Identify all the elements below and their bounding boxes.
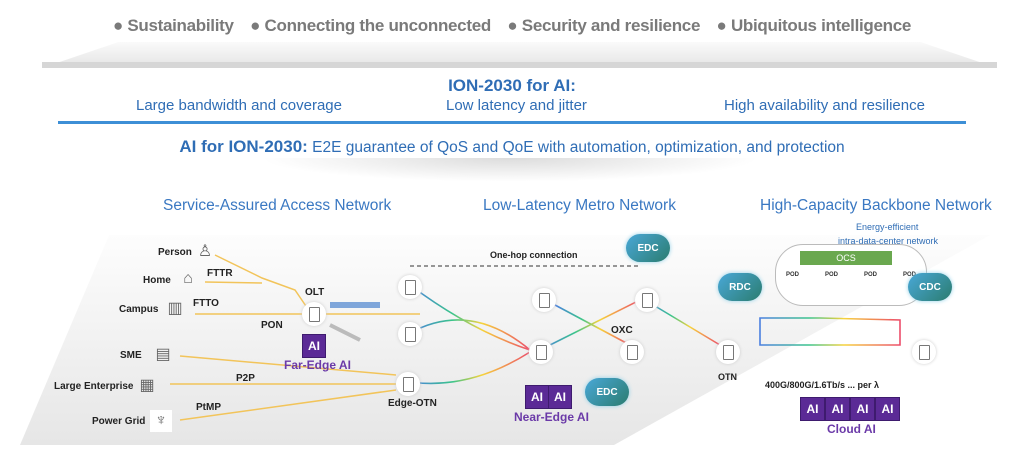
link-label-ptmp: PtMP [196,402,221,413]
metro-link-2 [409,319,531,351]
power-grid-icon: ♆ [150,410,172,432]
metro-link-6 [539,299,641,351]
dc-note-1: Energy-efficient [856,222,919,232]
link-label-pon: PON [261,320,283,331]
backbone-network-title: High-Capacity Backbone Network [760,197,992,214]
link-label-p2p: P2P [236,373,255,384]
link-ptmp [179,389,397,421]
cloud-ai-chips: AI AI AI AI [800,397,900,421]
cloud-ai-chip-3: AI [850,397,875,421]
backbone-node-right[interactable] [912,340,936,364]
oxc-node[interactable] [620,340,644,364]
pod-3: POD [863,272,877,278]
metro-node-1[interactable] [398,275,422,299]
endpoint-campus: Campus [119,304,159,315]
endpoint-large-enterprise: Large Enterprise [54,381,134,392]
cloud-ai-label: Cloud AI [827,422,876,436]
ai-for-ion-text: E2E guarantee of QoS and QoE with automa… [312,139,845,156]
divider-rule [58,121,966,124]
link-person [214,254,311,313]
pod-row: POD POD POD POD [786,272,916,278]
one-hop-label: One-hop connection [490,250,578,260]
rate-label: 400G/800G/1.6Tb/s ... per λ [765,380,880,390]
sme-icon: ▤ [155,346,171,363]
arrow-gray [329,323,361,342]
metro-node-3[interactable] [532,288,556,312]
ocs-box: OCS [800,251,892,265]
person-icon: ♙ [197,243,213,260]
pillar-security: ● Security and resilience [507,16,701,35]
home-icon: ⌂ [183,270,193,287]
cdc-cloud: CDC [908,273,952,301]
pillar-connecting: ● Connecting the unconnected [250,16,491,35]
metro-link-3 [409,351,531,385]
olt-label: OLT [305,287,325,298]
link-sme [179,355,397,376]
pod-4: POD [902,272,916,278]
pillar-sustainability: ● Sustainability [112,16,234,35]
access-network-title: Service-Assured Access Network [163,197,392,214]
ai-for-ion-line: AI for ION-2030: E2E guarantee of QoS an… [0,137,1024,157]
endpoint-sme: SME [120,350,142,361]
enterprise-icon: ▦ [139,377,155,394]
ion-item-latency: Low latency and jitter [446,97,587,114]
link-label-fttr: FTTR [207,268,233,279]
cloud-ai-chip-2: AI [825,397,850,421]
rdc-cloud: RDC [718,273,762,301]
campus-icon: ▥ [167,300,183,317]
ion-item-bandwidth: Large bandwidth and coverage [136,97,342,114]
pillars-bar: ● Sustainability ● Connecting the unconn… [0,16,1024,36]
bb-link-1 [759,317,901,346]
metro-link-8 [644,299,721,346]
dc-note-2: intra-data-center network [838,236,939,246]
endpoint-person: Person [158,247,192,258]
pillar-shelf-base [42,62,997,68]
link-home [204,281,263,284]
ai-for-ion-title: AI for ION-2030: [179,137,308,156]
pod-1: POD [786,272,800,278]
metro-node-2[interactable] [398,322,422,346]
pod-2: POD [824,272,838,278]
near-edge-ai-chip-2: AI [548,385,572,409]
edc-cloud-top: EDC [626,234,670,262]
cloud-ai-chip-1: AI [800,397,825,421]
endpoint-power-grid: Power Grid [92,416,146,427]
edc-cloud-bottom: EDC [585,378,629,406]
metro-node-edc[interactable] [635,288,659,312]
otn-node[interactable] [716,340,740,364]
metro-link-1 [409,284,531,351]
metro-hub-node[interactable] [529,340,553,364]
near-edge-ai-chip-1: AI [525,385,549,409]
near-edge-ai-label: Near-Edge AI [514,410,589,424]
ion-item-availability: High availability and resilience [724,97,925,114]
metro-network-title: Low-Latency Metro Network [483,197,676,214]
olt-node[interactable] [302,302,326,326]
edge-otn-node[interactable] [396,372,420,396]
oxc-label: OXC [611,325,633,336]
link-label-ftto: FTTO [193,298,219,309]
otn-label: OTN [718,372,737,382]
pillar-intelligence: ● Ubiquitous intelligence [716,16,912,35]
metro-link-7 [554,304,631,346]
far-edge-ai-label: Far-Edge AI [284,358,351,372]
far-edge-ai-chip: AI [302,334,326,358]
edge-otn-label: Edge-OTN [388,398,437,409]
ion-for-ai-title: ION-2030 for AI: [448,76,576,95]
glow-decoration [260,158,760,182]
endpoint-home: Home [143,275,171,286]
cloud-ai-chip-4: AI [875,397,900,421]
